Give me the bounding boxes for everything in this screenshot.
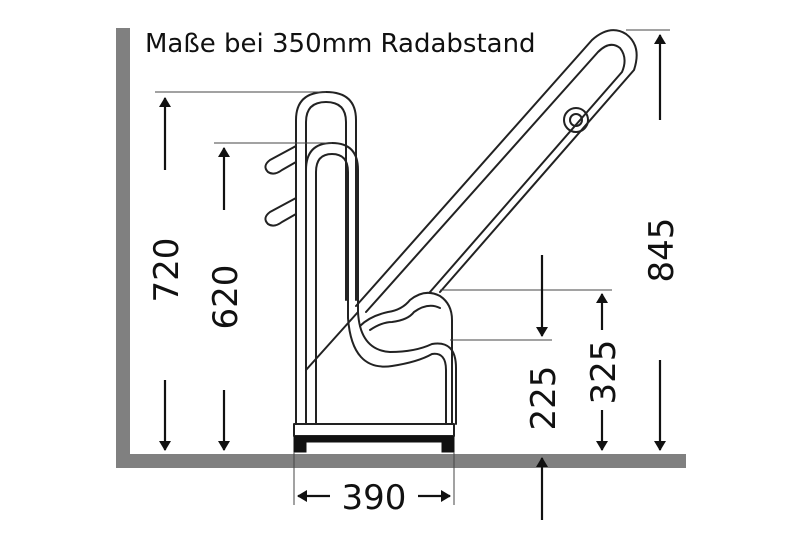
dimension-label-720: 720 xyxy=(147,238,187,303)
dimension-label-390: 390 xyxy=(342,478,407,518)
dimension-label-620: 620 xyxy=(206,265,246,330)
dimension-label-325: 325 xyxy=(584,340,624,405)
dimension-label-225: 225 xyxy=(524,366,564,431)
extension-lines xyxy=(155,29,670,505)
dimension-label-845: 845 xyxy=(642,218,682,283)
bike-rack-drawing xyxy=(264,29,638,453)
dimension-845: 845 xyxy=(642,34,682,451)
dimension-720: 720 xyxy=(147,97,187,451)
diagram-title: Maße bei 350mm Radabstand xyxy=(145,29,536,59)
wall xyxy=(116,28,130,468)
dimension-325: 325 xyxy=(584,293,624,451)
dimension-225: 225 xyxy=(524,255,564,520)
dimension-390: 390 xyxy=(297,478,451,518)
floor xyxy=(116,454,686,468)
dimension-620: 620 xyxy=(206,147,246,451)
